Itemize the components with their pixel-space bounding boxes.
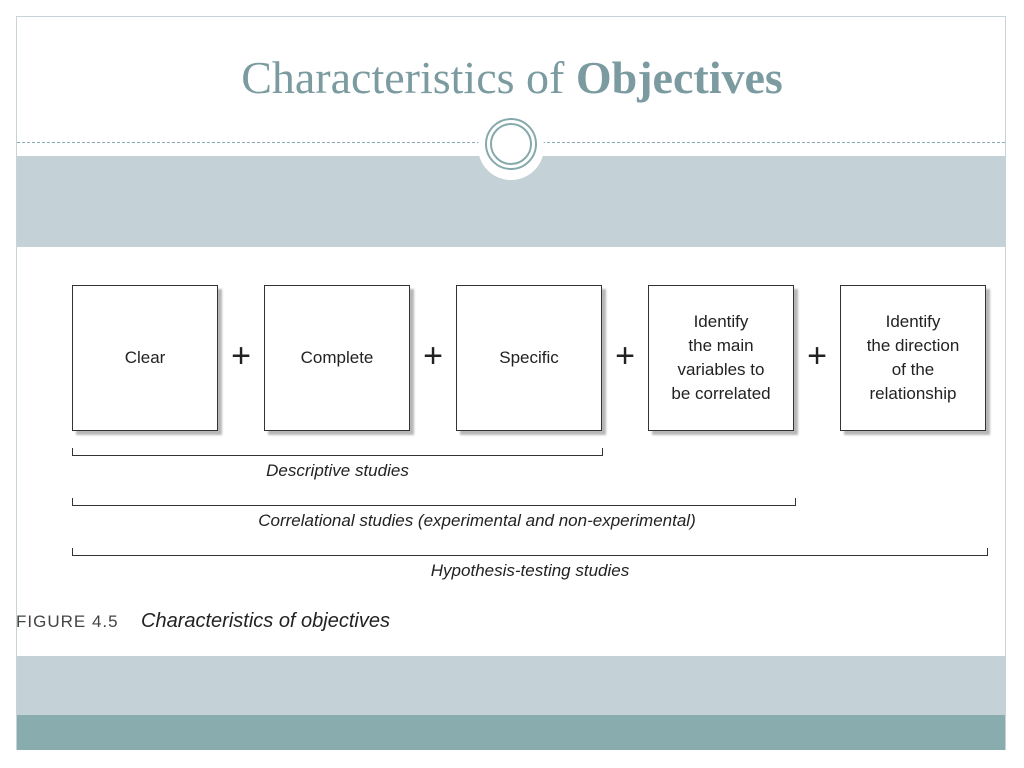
footer-band (17, 656, 1005, 715)
plus-operator-4: + (807, 337, 827, 375)
bracket-label-descriptive: Descriptive studies (266, 461, 409, 480)
slide-title: Characteristics of Objectives (0, 50, 1024, 106)
figure-number: FIGURE 4.5 (16, 612, 119, 631)
bracket-descriptive (72, 448, 603, 456)
plus-operator-1: + (231, 337, 251, 375)
plus-operator-3: + (615, 337, 635, 375)
box-clear: Clear (72, 285, 218, 431)
slide-title-bold: Objectives (575, 52, 783, 103)
bracket-label-correlational: Correlational studies (experimental and … (258, 511, 696, 530)
figure-caption: Characteristics of objectives (141, 610, 390, 632)
plus-operator-2: + (423, 337, 443, 375)
divider-ornament-inner-ring (490, 123, 532, 165)
bracket-correlational (72, 498, 796, 506)
box-complete: Complete (264, 285, 410, 431)
slide-title-regular: Characteristics of (241, 52, 576, 103)
box-identify-direction: Identify the direction of the relationsh… (840, 285, 986, 431)
bracket-label-hypothesis: Hypothesis-testing studies (430, 561, 630, 580)
box-specific: Specific (456, 285, 602, 431)
box-identify-variables: Identify the main variables to be correl… (648, 285, 794, 431)
bracket-hypothesis (72, 548, 988, 556)
footer-stripe (17, 715, 1005, 750)
